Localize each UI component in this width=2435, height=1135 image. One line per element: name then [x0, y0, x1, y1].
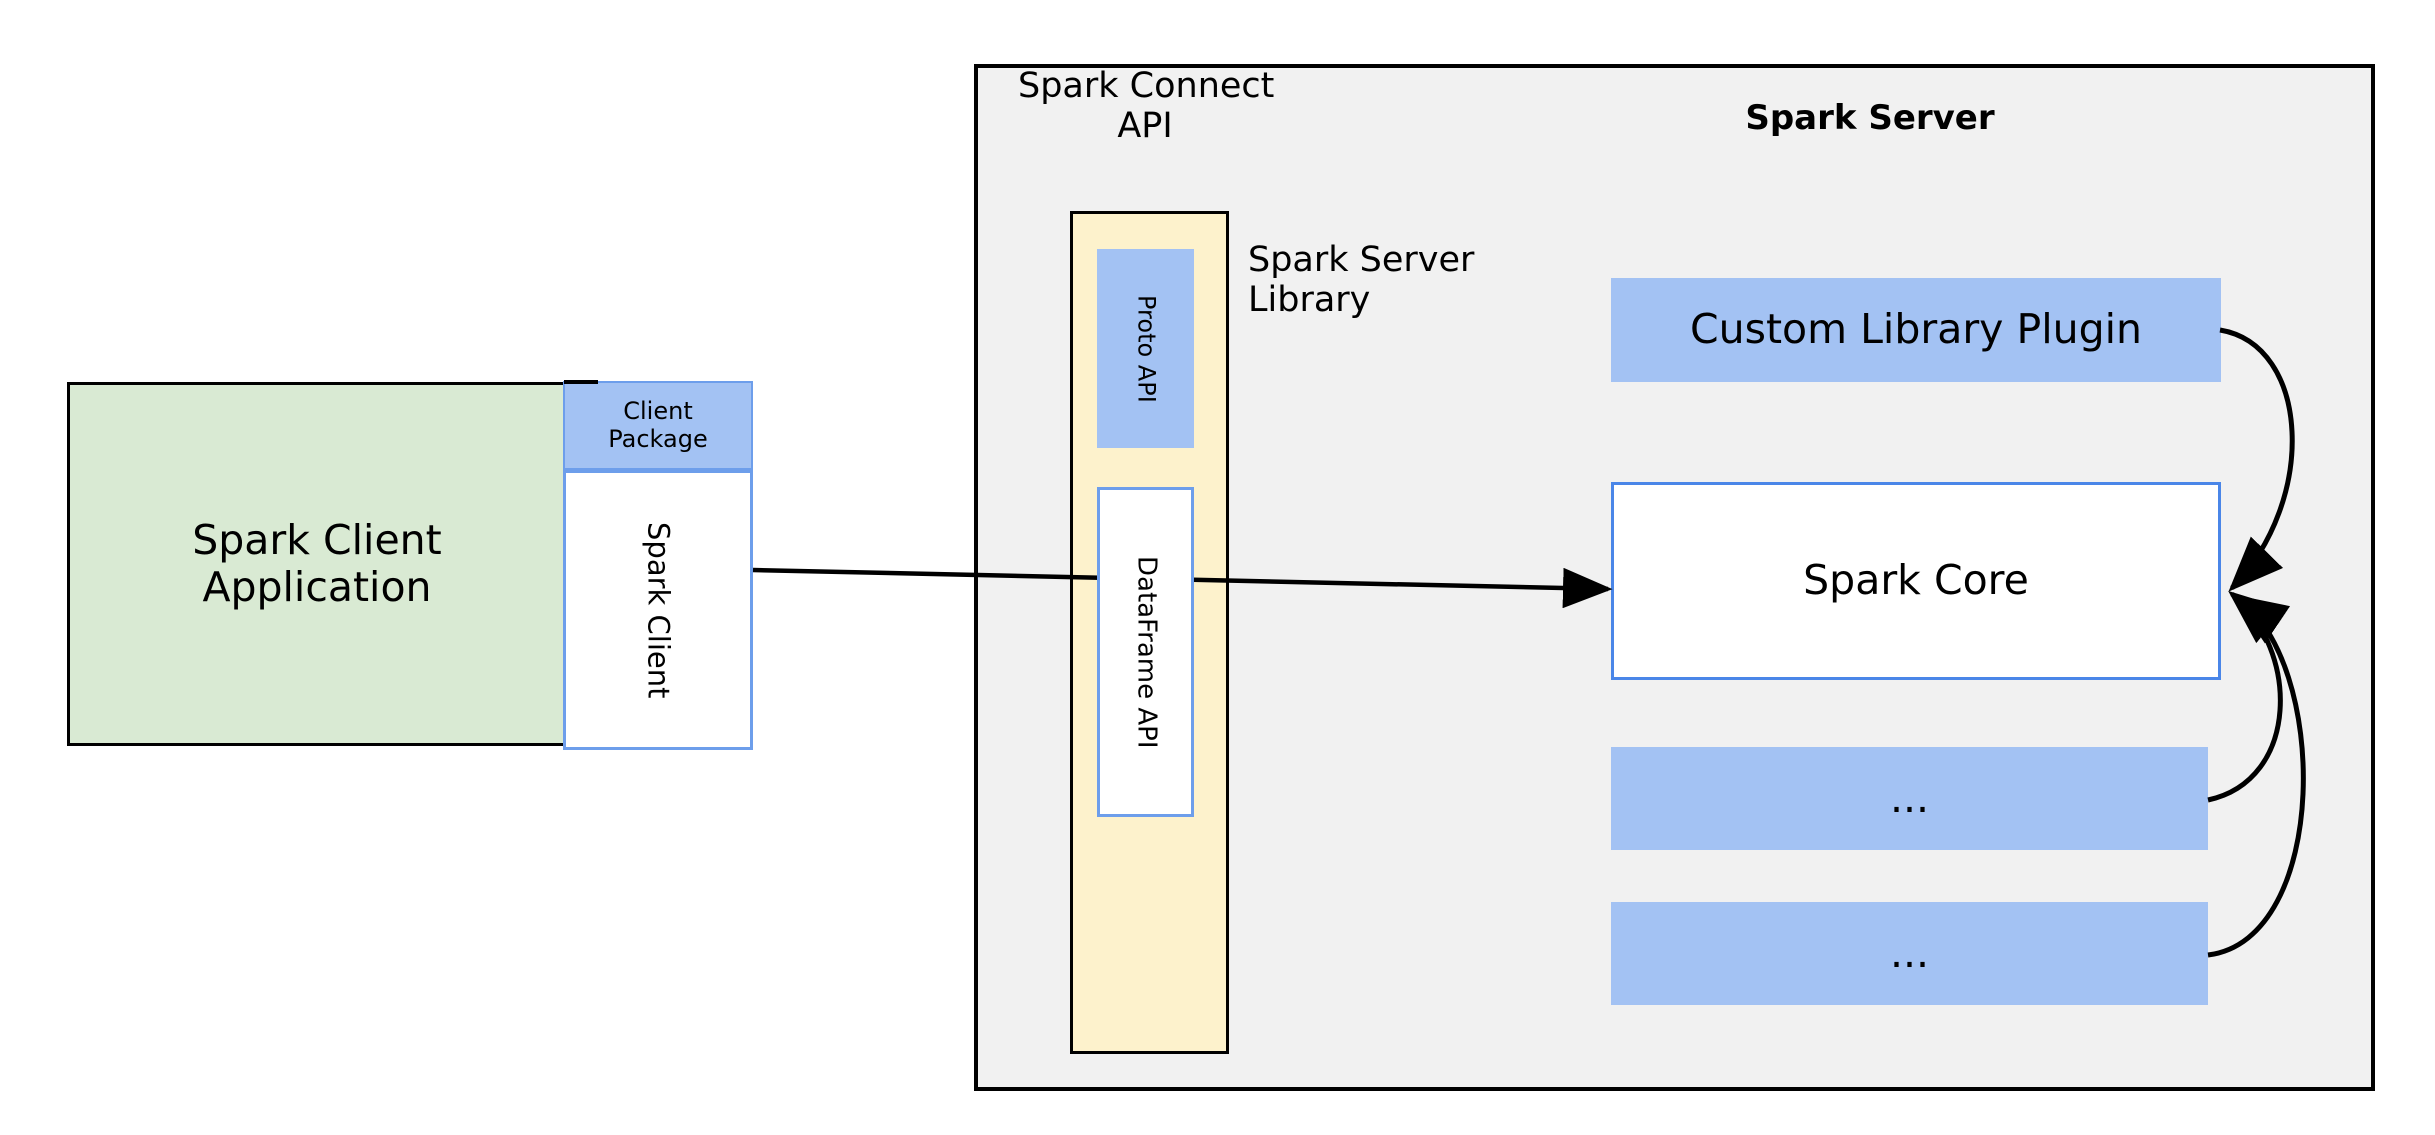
proto-api-label: Proto API	[1132, 294, 1161, 403]
spark-core-label: Spark Core	[1803, 556, 2029, 605]
spark-connect-api-label: Spark Connect API	[1000, 66, 1290, 156]
proto-api-box[interactable]: Proto API	[1097, 249, 1194, 448]
server-library-line2: Library	[1248, 280, 1371, 321]
ellipsis-2-label: ...	[1889, 928, 1930, 977]
client-package-line2: Package	[608, 424, 708, 453]
app-label-line1: Spark Client	[192, 515, 442, 564]
dataframe-api-box[interactable]: DataFrame API	[1097, 487, 1194, 817]
spark-server-title: Spark Server	[1745, 98, 1995, 139]
custom-library-plugin-label: Custom Library Plugin	[1689, 305, 2142, 354]
spark-client-application-box[interactable]: Spark Client Application	[67, 382, 567, 746]
client-package-line1: Client	[623, 396, 693, 425]
connect-api-line1: Spark Connect	[1018, 66, 1275, 106]
dataframe-api-label: DataFrame API	[1131, 555, 1162, 749]
server-component-ellipsis-2[interactable]: ...	[1611, 902, 2208, 1005]
client-package-label: Client Package	[608, 396, 708, 453]
spark-server-library-label: Spark Server Library	[1248, 240, 1548, 340]
connect-api-line2: API	[1117, 106, 1173, 147]
spark-client-application-label: Spark Client Application	[192, 515, 442, 611]
spark-client-label: Spark Client	[641, 521, 676, 699]
client-package-box[interactable]: Client Package	[563, 381, 753, 470]
client-app-top-edge-extension	[564, 380, 598, 384]
spark-client-box[interactable]: Spark Client	[563, 470, 753, 750]
app-label-line2: Application	[202, 563, 432, 611]
spark-core-box[interactable]: Spark Core	[1611, 482, 2221, 680]
server-component-ellipsis-1[interactable]: ...	[1611, 747, 2208, 850]
custom-library-plugin-box[interactable]: Custom Library Plugin	[1611, 278, 2221, 382]
server-library-line1: Spark Server	[1248, 240, 1475, 280]
ellipsis-1-label: ...	[1889, 773, 1930, 822]
